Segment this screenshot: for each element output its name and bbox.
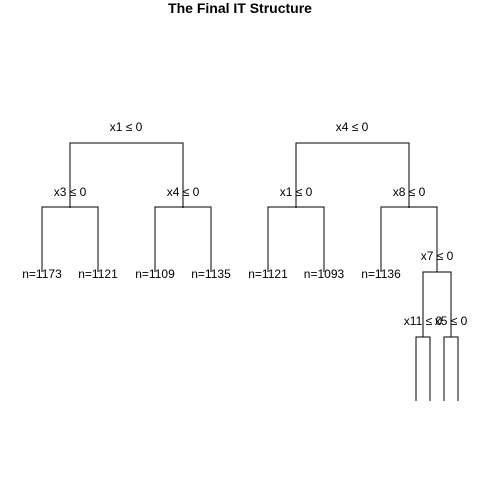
leaf-label: n=1135 bbox=[191, 267, 231, 281]
split-edge-left-root bbox=[69, 142, 184, 208]
split-edge-right-r bbox=[380, 206, 438, 272]
leaf-label: n=1109 bbox=[135, 267, 175, 281]
leaf-labels: n=1173 n=1121 n=1109 n=1135 n=1121 n=109… bbox=[22, 267, 401, 281]
split-edge-left-r bbox=[154, 206, 212, 272]
split-label: x5 ≤ 0 bbox=[435, 314, 468, 328]
split-label: x7 ≤ 0 bbox=[421, 249, 454, 263]
left-subtree bbox=[41, 142, 212, 272]
split-label: x4 ≤ 0 bbox=[336, 120, 369, 134]
split-label: x11 ≤ 0 bbox=[404, 314, 443, 328]
diagram-title: The Final IT Structure bbox=[168, 0, 312, 16]
split-edge-x5 bbox=[443, 336, 459, 401]
split-edge-left-l bbox=[41, 206, 99, 272]
leaf-label: n=1121 bbox=[78, 267, 118, 281]
leaf-label: n=1093 bbox=[304, 267, 345, 281]
split-label: x1 ≤ 0 bbox=[110, 120, 143, 134]
split-edge-right-l bbox=[267, 206, 325, 272]
split-labels: x1 ≤ 0 x3 ≤ 0 x4 ≤ 0 x4 ≤ 0 x1 ≤ 0 x8 ≤ … bbox=[54, 120, 468, 328]
split-label: x3 ≤ 0 bbox=[54, 185, 87, 199]
split-edge-x11 bbox=[415, 336, 431, 401]
split-edge-x7 bbox=[422, 271, 452, 337]
leaf-label: n=1136 bbox=[361, 267, 401, 281]
leaf-label: n=1173 bbox=[22, 267, 62, 281]
split-edge-right-root bbox=[295, 142, 410, 208]
leaf-label: n=1121 bbox=[248, 267, 288, 281]
split-label: x1 ≤ 0 bbox=[280, 185, 313, 199]
split-label: x8 ≤ 0 bbox=[393, 185, 426, 199]
split-label: x4 ≤ 0 bbox=[167, 185, 200, 199]
right-subtree bbox=[267, 142, 459, 401]
